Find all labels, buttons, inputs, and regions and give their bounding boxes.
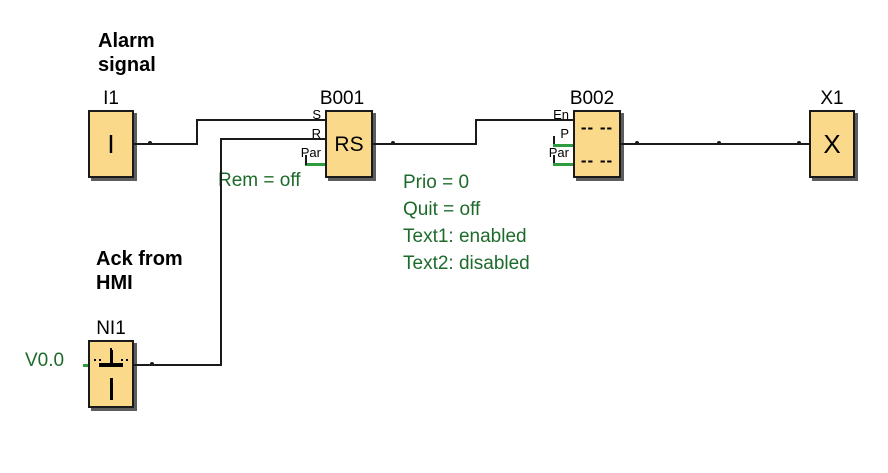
variable-v00: V0.0 [25, 350, 65, 371]
network-antenna-icon [90, 348, 132, 374]
wire-junction-x1-in [797, 141, 801, 145]
designator-b001: B001 [319, 88, 365, 109]
wire-i1-to-b001-s [196, 119, 326, 121]
block-b001[interactable]: RS [325, 110, 373, 178]
wire-b001-out [373, 143, 475, 145]
wire-i1-out [134, 143, 196, 145]
wire-i1-riser [196, 119, 198, 145]
block-i1-glyph: I [107, 129, 115, 159]
block-b002-glyph: -- -- -- -- [575, 112, 619, 176]
wire-b002-p-stub [553, 144, 573, 147]
wire-b001-par-stub [305, 163, 325, 166]
wire-junction-i1-out [148, 141, 152, 145]
wire-b001-par-riser [305, 155, 307, 165]
wire-b002-par-stub [553, 163, 573, 166]
comment-alarm-signal: Alarm signal [98, 30, 156, 76]
pin-label-b002-par: Par [548, 145, 569, 160]
wire-ni1-riser [220, 138, 222, 366]
wire-b002-to-x1 [621, 143, 810, 145]
designator-x1: X1 [820, 88, 844, 109]
pin-label-b002-p: P [560, 126, 569, 141]
block-b002[interactable]: -- -- -- -- [573, 110, 621, 178]
wire-b002-p-riser [553, 136, 555, 146]
block-b001-glyph: RS [334, 132, 364, 156]
pin-label-b001-par: Par [300, 145, 321, 160]
parameters-b001: Rem = off [218, 170, 301, 191]
wire-ni1-to-b001-r [220, 138, 326, 140]
block-b002-row1: -- -- [580, 118, 614, 137]
wire-b001-riser [475, 119, 477, 145]
comment-ack-from-hmi: Ack from HMI [96, 248, 183, 294]
block-ni1[interactable] [88, 340, 134, 408]
wire-b002-par-riser [553, 155, 555, 165]
parameters-b002: Prio = 0 Quit = off Text1: enabled Text2… [403, 172, 530, 274]
pin-label-b001-s: S [312, 107, 321, 122]
pin-label-b002-en: En [553, 107, 569, 122]
designator-b002: B002 [569, 88, 615, 109]
wire-junction-ni1-out [150, 362, 154, 366]
block-x1-glyph: X [823, 129, 841, 159]
block-x1[interactable]: X [809, 110, 855, 178]
designator-i1: I1 [103, 88, 119, 109]
block-i1[interactable]: I [88, 110, 134, 178]
wire-ni1-out [134, 364, 222, 366]
wire-junction-b002-mid [717, 141, 721, 145]
pin-label-b001-r: R [311, 126, 321, 141]
wire-junction-b001-out [391, 141, 395, 145]
block-ni1-glyph-stem [110, 378, 113, 400]
block-b002-row2: -- -- [580, 151, 614, 170]
designator-ni1: NI1 [96, 318, 126, 339]
wire-junction-b002-out [635, 141, 639, 145]
wire-b001-to-b002-en [475, 119, 574, 121]
